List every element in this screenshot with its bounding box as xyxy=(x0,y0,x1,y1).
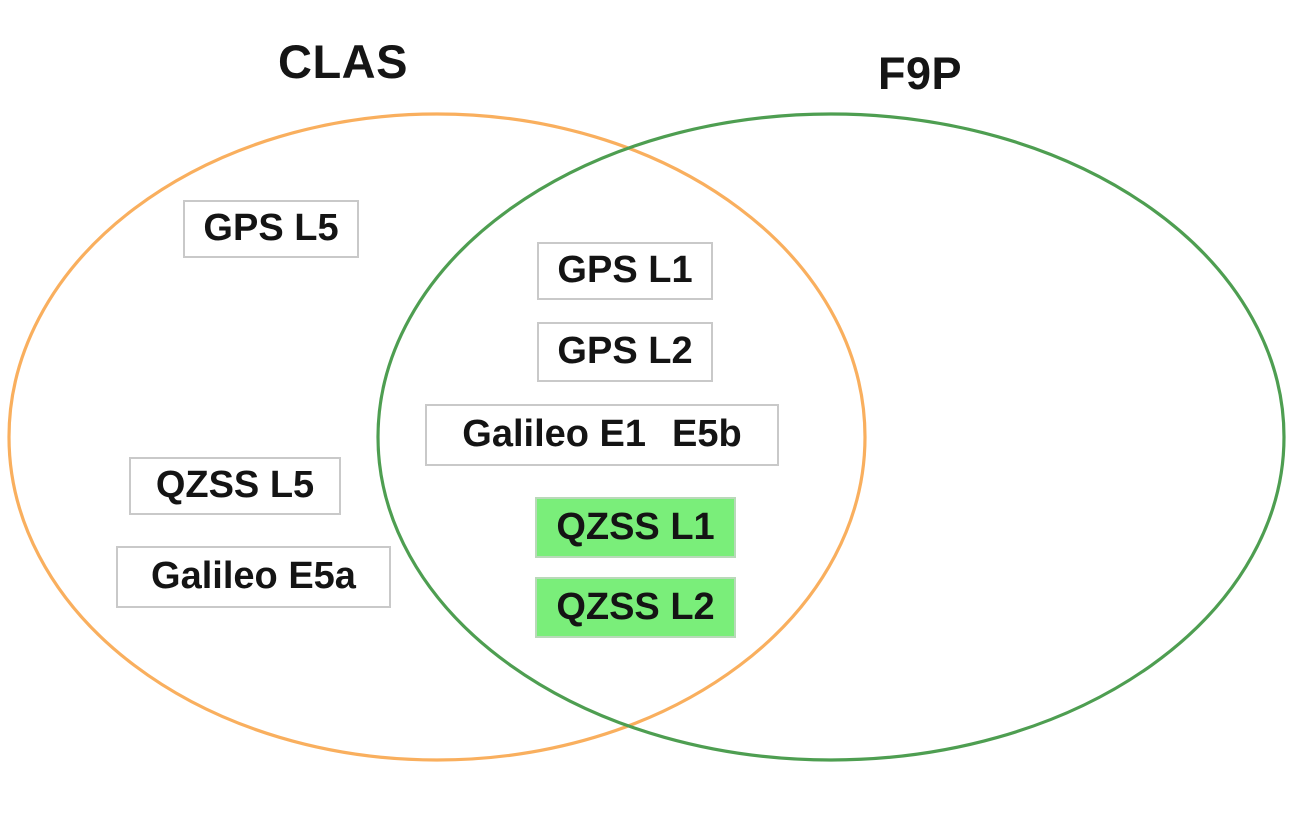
label-box-galileo-e5a: Galileo E5a xyxy=(116,546,391,608)
f9p-ellipse xyxy=(376,112,1286,762)
clas-ellipse xyxy=(7,112,867,762)
label-text: Galileo E5a xyxy=(151,555,356,597)
label-text-primary: Galileo E1 xyxy=(462,413,647,455)
label-box-gps-l2: GPS L2 xyxy=(537,322,713,382)
label-text: GPS L5 xyxy=(203,207,339,249)
label-box-qzss-l1: QZSS L1 xyxy=(535,497,736,558)
label-box-qzss-l5: QZSS L5 xyxy=(129,457,341,515)
set-title-clas: CLAS xyxy=(278,35,408,88)
label-text: QZSS L5 xyxy=(155,464,315,506)
label-text-secondary: E5b xyxy=(672,413,742,455)
label-box-gps-l1: GPS L1 xyxy=(537,242,713,300)
label-text: QZSS L2 xyxy=(556,585,715,628)
label-box-galileo-e1-e5b: Galileo E1 E5b xyxy=(425,404,779,466)
label-text: GPS L2 xyxy=(557,330,693,372)
label-text: QZSS L1 xyxy=(556,505,715,548)
label-text: GPS L1 xyxy=(557,249,693,291)
label-box-gps-l5: GPS L5 xyxy=(183,200,359,258)
set-title-f9p: F9P xyxy=(878,48,963,99)
label-box-qzss-l2: QZSS L2 xyxy=(535,577,736,638)
